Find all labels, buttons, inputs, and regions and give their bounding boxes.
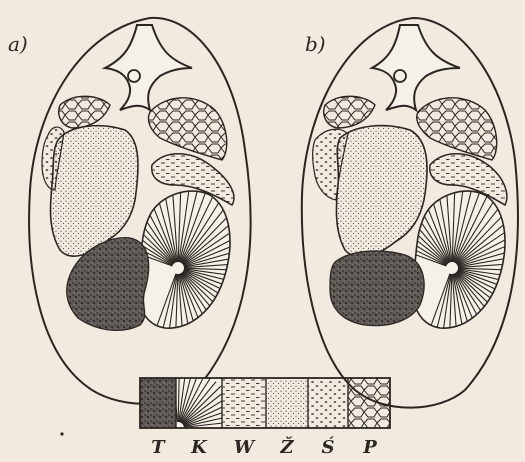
region-p-left-a: [59, 96, 110, 128]
legend-swatch-p: [348, 378, 390, 428]
legend-swatch-z: [266, 378, 308, 428]
region-p-right-a: [148, 98, 226, 160]
legend-label-w: W: [232, 437, 256, 458]
legend-bar: [140, 368, 390, 428]
region-p-right-b: [417, 98, 497, 160]
central-star-a: [105, 25, 192, 110]
region-p-left-b: [324, 96, 375, 128]
legend-label-p: P: [358, 437, 382, 458]
legend-swatch-s: [308, 378, 348, 428]
cross-section-a: [29, 18, 268, 404]
region-z-a: [50, 126, 138, 256]
legend-swatch-t: [140, 378, 176, 428]
legend-label-k: K: [187, 437, 211, 458]
legend-label-s: Ś: [316, 437, 340, 458]
region-t-b: [330, 251, 424, 326]
cross-section-b: [302, 18, 525, 408]
legend-label-t: T: [146, 437, 170, 458]
legend-label-z: Ž: [275, 437, 299, 458]
legend-swatch-w: [222, 378, 266, 428]
central-star-b: [372, 25, 460, 110]
region-z-b: [336, 126, 427, 257]
stray-mark: [60, 432, 63, 435]
